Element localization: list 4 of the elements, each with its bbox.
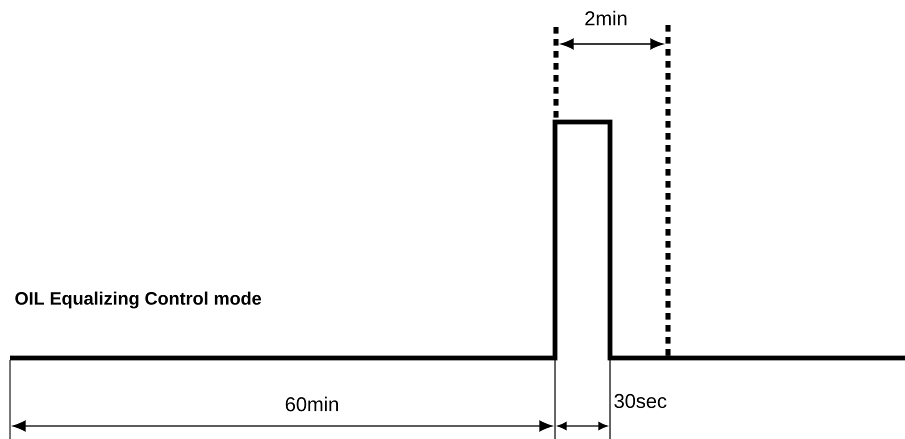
signal-label: OIL Equalizing Control mode <box>15 292 261 308</box>
dimension-label: 30sec <box>614 394 666 408</box>
dimension-label: 2min <box>585 10 626 26</box>
dimension-label: 60min <box>286 396 338 412</box>
